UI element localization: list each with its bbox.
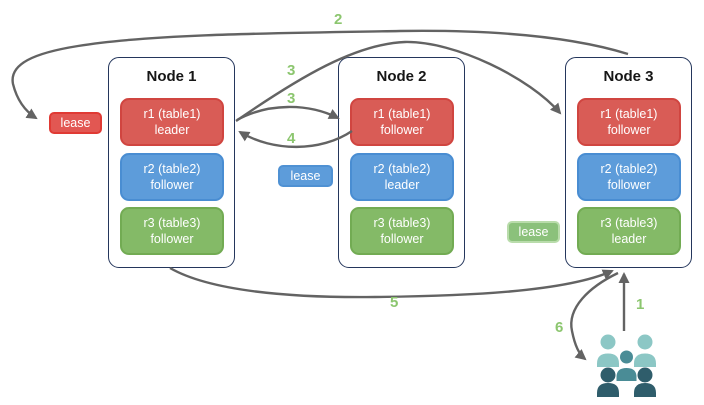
node3-replica-r2: r2 (table2) follower xyxy=(577,153,681,201)
step-label-5: 5 xyxy=(390,294,399,311)
replica-role: leader xyxy=(611,232,647,246)
node-1-box: Node 1 r1 (table1) leader r2 (table2) fo… xyxy=(108,57,235,268)
node3-replica-r3: r3 (table3) leader xyxy=(577,207,681,255)
step-label-1: 1 xyxy=(636,296,645,313)
node2-replica-r1: r1 (table1) follower xyxy=(350,98,454,146)
lease-badge-table3: lease xyxy=(507,221,560,243)
node1-replica-r2: r2 (table2) follower xyxy=(120,153,224,201)
node-1-title: Node 1 xyxy=(146,68,197,85)
step-label-4: 4 xyxy=(287,130,296,147)
step-label-3b: 3 xyxy=(287,90,296,107)
node-2-title: Node 2 xyxy=(376,68,427,85)
arrow-step4-node2-to-node1 xyxy=(238,130,353,149)
replica-name: r2 (table2) xyxy=(143,161,201,176)
replica-name: r1 (table1) xyxy=(600,106,658,121)
replica-role: follower xyxy=(380,232,424,246)
step-label-3a: 3 xyxy=(287,62,296,79)
lease-badge-table2: lease xyxy=(278,165,333,187)
replica-role: follower xyxy=(607,178,651,192)
arrow-step5-node1-to-node3 xyxy=(169,266,614,299)
replica-role: leader xyxy=(384,178,420,192)
node2-replica-r2: r2 (table2) leader xyxy=(350,153,454,201)
node1-replica-r1: r1 (table1) leader xyxy=(120,98,224,146)
step-label-6: 6 xyxy=(555,319,564,336)
node-3-box: Node 3 r1 (table1) follower r2 (table2) … xyxy=(565,57,692,268)
replica-name: r1 (table1) xyxy=(373,106,431,121)
node1-replica-r3: r3 (table3) follower xyxy=(120,207,224,255)
node2-replica-r3: r3 (table3) follower xyxy=(350,207,454,255)
replica-role: follower xyxy=(380,123,424,137)
replica-name: r1 (table1) xyxy=(143,106,201,121)
replica-name: r2 (table2) xyxy=(373,161,431,176)
node-3-title: Node 3 xyxy=(603,68,654,85)
replica-name: r3 (table3) xyxy=(373,215,431,230)
arrow-step3-node1-to-node2 xyxy=(236,105,340,122)
replica-role: follower xyxy=(607,123,651,137)
replica-name: r3 (table3) xyxy=(143,215,201,230)
replica-role: follower xyxy=(150,178,194,192)
arrow-step2-node3-to-lease1 xyxy=(11,29,629,120)
replica-name: r2 (table2) xyxy=(600,161,658,176)
lease-badge-table1: lease xyxy=(49,112,102,134)
node-2-box: Node 2 r1 (table1) follower r2 (table2) … xyxy=(338,57,465,268)
replica-role: leader xyxy=(154,123,190,137)
users-group-icon xyxy=(597,334,656,397)
node3-replica-r1: r1 (table1) follower xyxy=(577,98,681,146)
replica-name: r3 (table3) xyxy=(600,215,658,230)
replica-role: follower xyxy=(150,232,194,246)
step-label-2: 2 xyxy=(334,11,343,28)
